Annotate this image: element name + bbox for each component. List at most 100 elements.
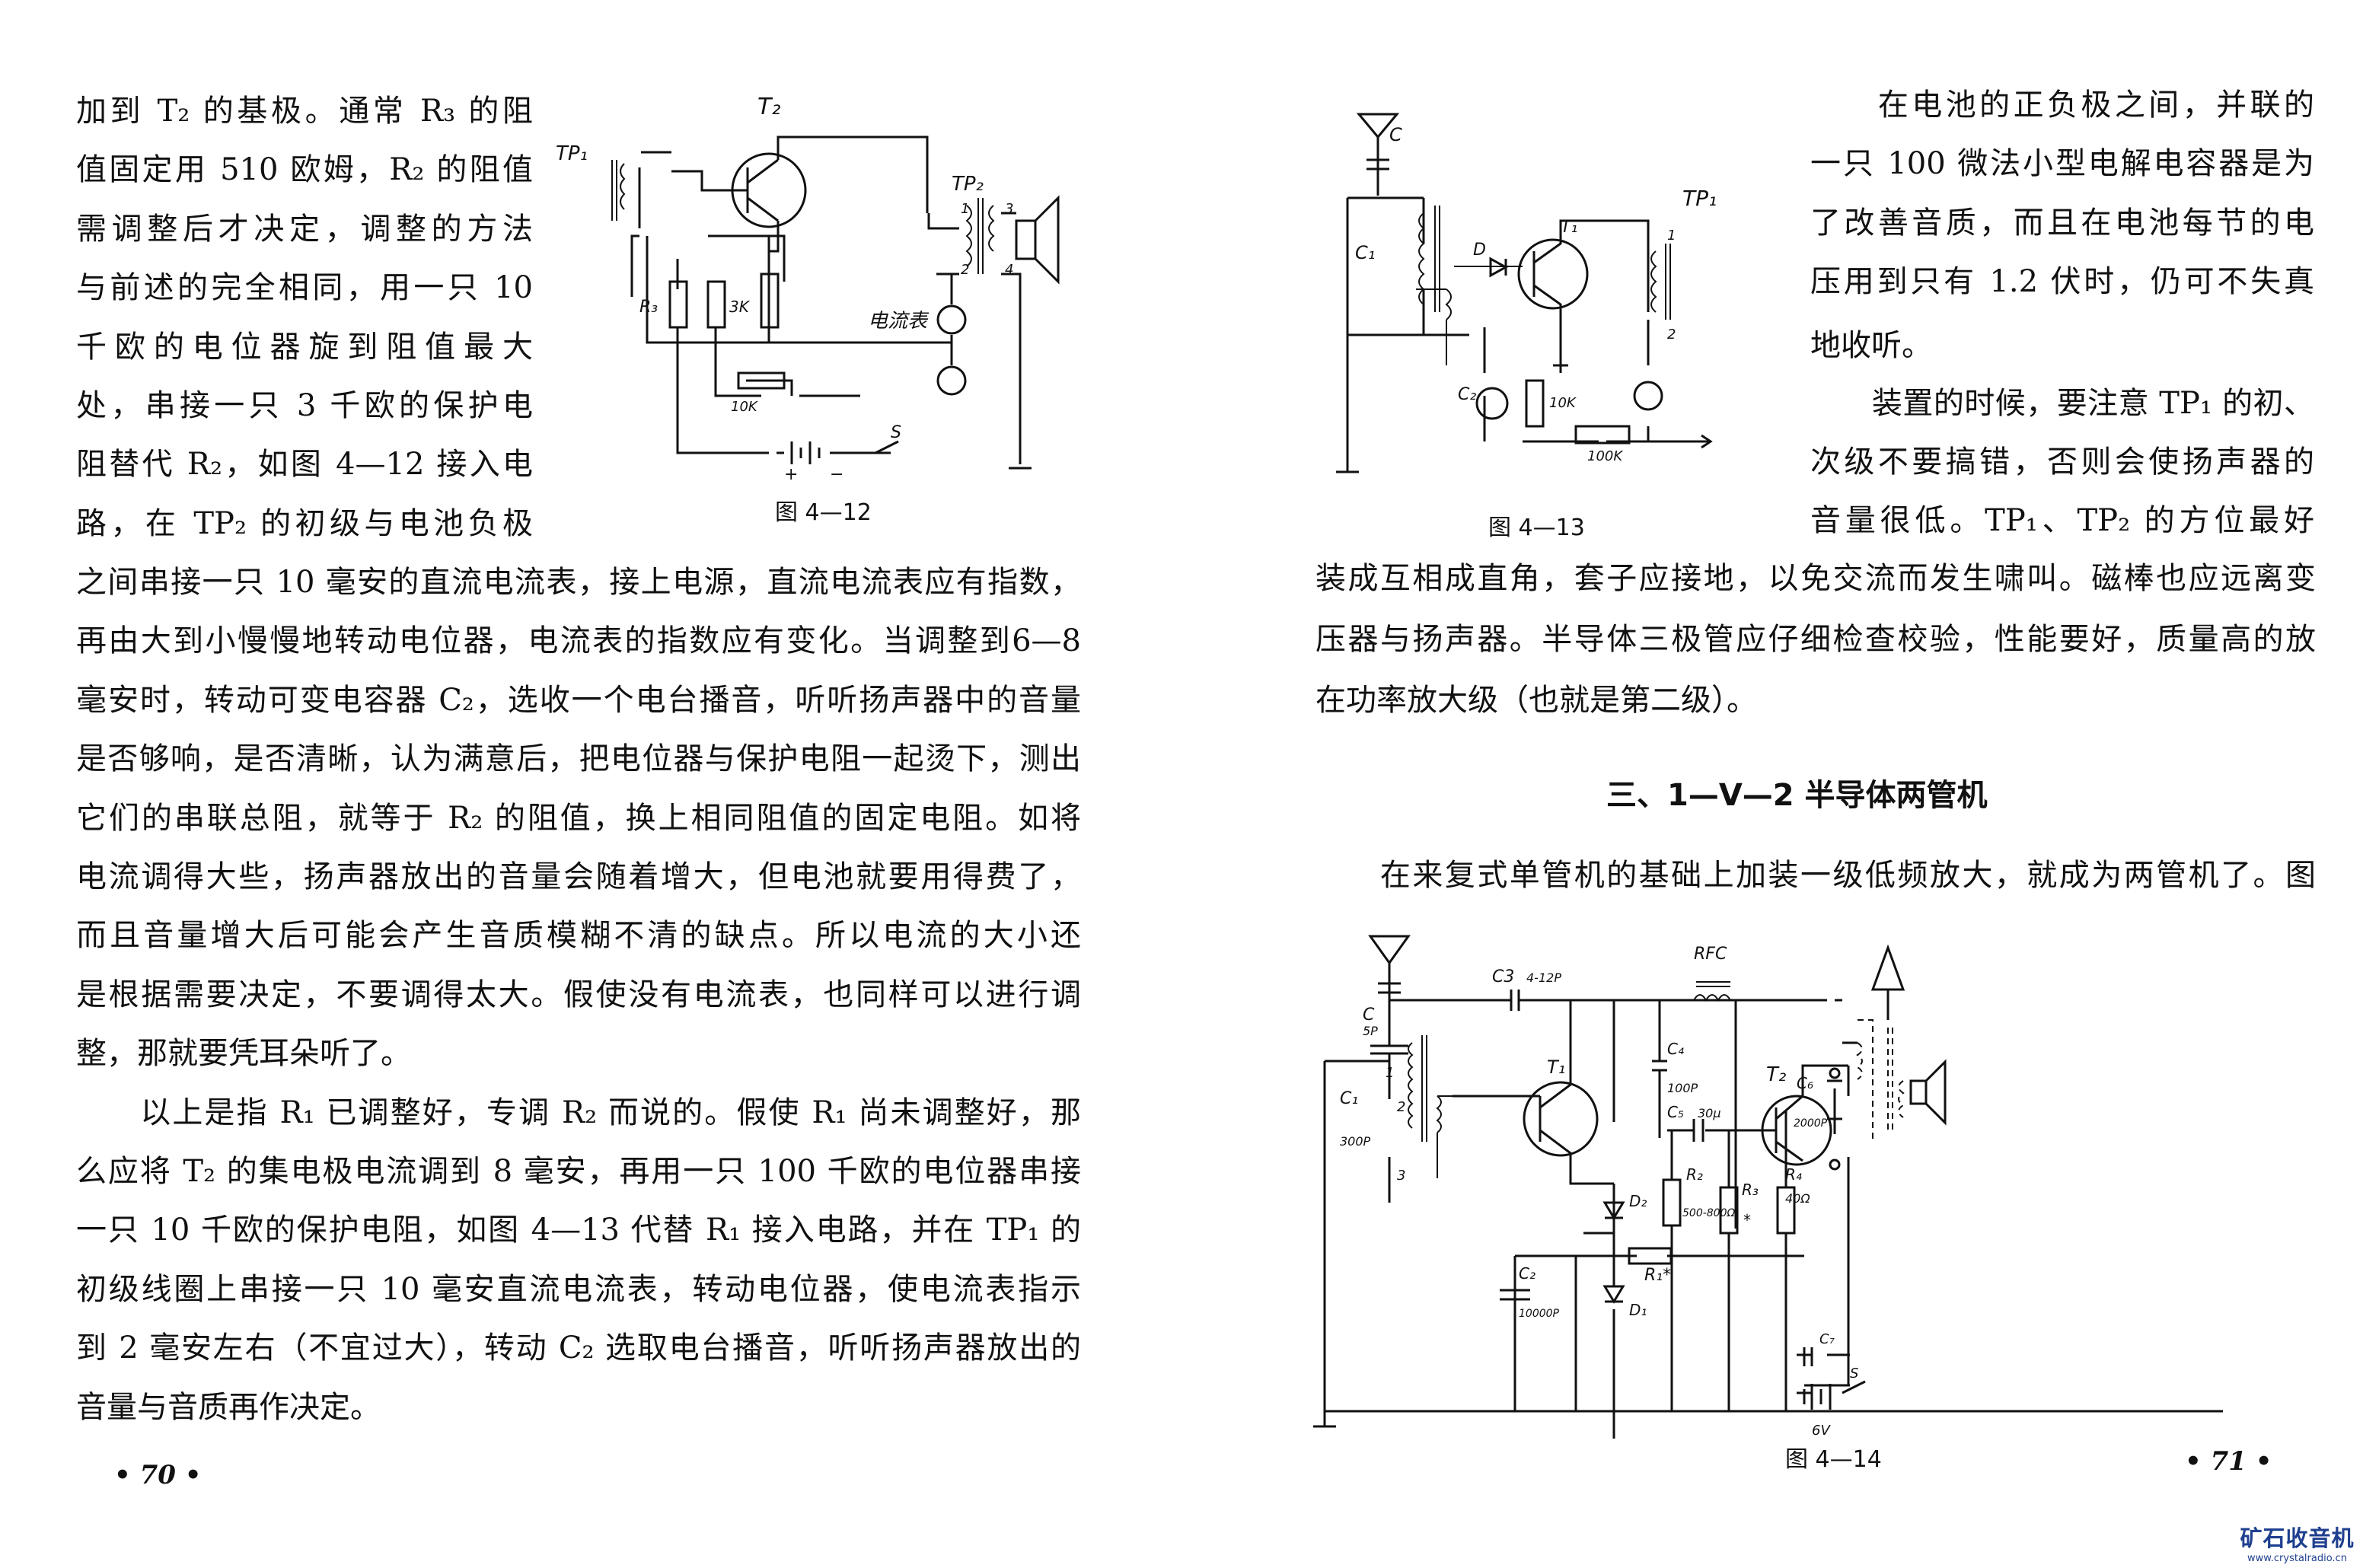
label-c5-value: 30μ bbox=[1698, 1106, 1721, 1120]
label-c7: C₇ bbox=[1819, 1331, 1835, 1347]
text-line: 加到 T₂ 的基极。通常 R₃ 的阻 bbox=[76, 94, 533, 129]
figure-4-13-caption: 图 4—13 bbox=[1488, 515, 1585, 541]
label-10k: 10K bbox=[1549, 395, 1577, 411]
text-line: 次级不要搞错，否则会使扬声器的 bbox=[1810, 445, 2314, 480]
text-line: 而且音量增大后可能会产生音质模糊不清的缺点。所以电流的大小还 bbox=[76, 918, 1081, 954]
coil-symbol bbox=[1418, 206, 1440, 312]
text-line: 在来复式单管机的基础上加装一级低频放大，就成为两管机了。图 bbox=[1315, 858, 2316, 893]
text-line: 音量与音质再作决定。 bbox=[76, 1389, 381, 1425]
figure-4-14-caption: 图 4—14 bbox=[1785, 1446, 1882, 1473]
text-line: 整，那就要凭耳朵听了。 bbox=[76, 1036, 411, 1072]
section-heading: 三、1—V—2 半导体两管机 bbox=[1606, 778, 1988, 813]
text-line: 是否够响，是否清晰，认为满意后，把电位器与保护电阻一起烫下，测出 bbox=[76, 741, 1081, 777]
text-line: 处，串接一只 3 千欧的保护电 bbox=[76, 388, 533, 423]
label-t1: T₁ bbox=[1547, 1056, 1565, 1078]
text-line: 再由大到小慢慢地转动电位器，电流表的指数应有变化。当调整到6—8 bbox=[76, 623, 1081, 659]
label-c-value: 5P bbox=[1363, 1024, 1378, 1038]
pin-1: 1 bbox=[1667, 228, 1676, 244]
battery-switch-symbol bbox=[1797, 1347, 1866, 1410]
label-r3: R₃ bbox=[639, 298, 658, 317]
watermark-name: 矿石收音机 bbox=[2240, 1525, 2355, 1551]
text-line: 了改善音质，而且在电池每节的电 bbox=[1810, 205, 2314, 241]
label-c: C bbox=[1363, 1005, 1375, 1025]
speaker-horn-icon bbox=[1842, 944, 1947, 1126]
text-line: 之间串接一只 10 毫安的直流电流表，接上电源，直流电流表应有指数， bbox=[76, 565, 1081, 600]
label-r3-value: * bbox=[1743, 1211, 1751, 1229]
text-line: 在电池的正负极之间，并联的 bbox=[1810, 88, 2314, 123]
transistor-t1-symbol bbox=[1517, 238, 1589, 310]
potentiometer-10k bbox=[737, 371, 786, 390]
pin-2: 2 bbox=[961, 262, 969, 278]
label-switch: S bbox=[891, 423, 901, 442]
label-ammeter: 电流表 bbox=[868, 310, 930, 333]
label-c6-value: 2000P bbox=[1794, 1117, 1828, 1130]
rfc-choke-symbol bbox=[1693, 981, 1731, 1002]
label-d2: D₂ bbox=[1629, 1192, 1647, 1210]
label-rfc: RFC bbox=[1694, 945, 1727, 964]
battery-plus: + bbox=[784, 465, 798, 484]
text-line: 阻替代 R₂，如图 4—12 接入电 bbox=[76, 447, 533, 483]
label-r4-value: 40Ω bbox=[1785, 1191, 1810, 1206]
text-line: 与前述的完全相同，用一只 10 bbox=[76, 270, 533, 306]
label-r2: R₂ bbox=[1686, 1165, 1703, 1184]
figure-4-12-caption: 图 4—12 bbox=[775, 499, 872, 526]
label-d: D bbox=[1473, 241, 1486, 260]
label-6v: 6V bbox=[1812, 1423, 1831, 1439]
text-line: 千欧的电位器旋到阻值最大 bbox=[76, 329, 533, 365]
text-line: 压用到只有 1.2 伏时，仍可不失真 bbox=[1810, 264, 2314, 300]
pin-4: 4 bbox=[1005, 262, 1013, 278]
diodes-d1-d2-symbol bbox=[1602, 1201, 1625, 1304]
label-tp1: TP₁ bbox=[1682, 186, 1717, 211]
text-line: 需调整后才决定，调整的方法 bbox=[76, 211, 533, 247]
label-r2-value: 500-800Ω bbox=[1682, 1207, 1735, 1219]
text-line: 装成互相成直角，套子应接地，以免交流而发生啸叫。磁棒也应远离变 bbox=[1315, 561, 2316, 596]
text-line: 初级线圈上串接一只 10 毫安直流电流表，转动电位器，使电流表指示 bbox=[76, 1271, 1081, 1307]
label-d1: D₁ bbox=[1629, 1301, 1647, 1319]
text-line: 音量很低。TP₁、TP₂ 的方位最好 bbox=[1810, 503, 2314, 538]
antenna-icon bbox=[1368, 935, 1411, 1000]
label-c2: C₂ bbox=[1519, 1264, 1535, 1283]
figure-4-12-schematic: T₂ TP₁ TP₂ R₃ 3K 10K 电流表 S 1 2 3 4 + − bbox=[556, 94, 1060, 484]
text-line: 压器与扬声器。半导体三极管应仔细检查校验，性能要好，质量高的放 bbox=[1315, 622, 2316, 657]
page-number-right: • 71 • bbox=[2185, 1446, 2272, 1477]
watermark-logo: 矿石收音机 www.crystalradio.cn bbox=[2234, 1521, 2360, 1564]
transformer-tp2-symbol bbox=[965, 198, 995, 274]
label-tp1: TP₁ bbox=[556, 142, 588, 165]
antenna-icon bbox=[1356, 113, 1400, 196]
label-c6: C₆ bbox=[1797, 1074, 1813, 1092]
label-tp2: TP₂ bbox=[952, 173, 984, 196]
label-c1: C₁ bbox=[1355, 242, 1375, 263]
pin-3: 3 bbox=[1397, 1168, 1405, 1184]
label-10k: 10K bbox=[731, 399, 758, 415]
watermark-url: www.crystalradio.cn bbox=[2247, 1553, 2347, 1564]
label-r1: R₁* bbox=[1644, 1266, 1671, 1285]
label-r4: R₄ bbox=[1785, 1165, 1802, 1184]
speaker-icon bbox=[1015, 195, 1060, 285]
label-c4: C₄ bbox=[1667, 1040, 1684, 1058]
label-c3-value: 4-12P bbox=[1526, 970, 1561, 985]
diode-d-symbol bbox=[1489, 257, 1509, 278]
pin-1: 1 bbox=[961, 201, 969, 217]
figure-4-13-schematic: C C₁ D T₁ TP₁ C₂ 10K 100K 1 2 bbox=[1336, 113, 1717, 473]
ammeter-symbol bbox=[936, 304, 967, 335]
label-c3: C3 bbox=[1492, 967, 1514, 986]
label-c4-value: 100P bbox=[1667, 1081, 1698, 1095]
label-c2: C₂ bbox=[1458, 385, 1476, 404]
text-line: 毫安时，转动可变电容器 C₂，选收一个电台播音，听听扬声器中的音量 bbox=[76, 682, 1081, 718]
label-t2: T₂ bbox=[1766, 1063, 1786, 1086]
text-line: 到 2 毫安左右（不宜过大），转动 C₂ 选取电台播音，听听扬声器放出的 bbox=[76, 1331, 1081, 1366]
label-r3: R₃ bbox=[1742, 1181, 1759, 1199]
text-line: 电流调得大些，扬声器放出的音量会随着增大，但电池就要用得费了， bbox=[76, 859, 1081, 894]
pin-2: 2 bbox=[1397, 1099, 1405, 1115]
text-line: 是根据需要决定，不要调得太大。假使没有电流表，也同样可以进行调 bbox=[76, 977, 1081, 1012]
figure-4-14-schematic: C 5P C3 4-12P RFC C₁ 300P T₁ C₄ 100P D₂ … bbox=[1313, 935, 2223, 1439]
text-line: 在功率放大级（也就是第二级）。 bbox=[1315, 683, 1757, 718]
label-t2: T₂ bbox=[757, 94, 780, 120]
pin-2: 2 bbox=[1667, 327, 1676, 343]
transformer-tp1-symbol bbox=[1650, 244, 1671, 320]
text-line: 以上是指 R₁ 已调整好，专调 R₂ 而说的。假使 R₁ 尚未调整好，那 bbox=[76, 1095, 1081, 1130]
text-line: 它们的串联总阻，就等于 R₂ 的阻值，换上相同阻值的固定电阻。如将 bbox=[76, 800, 1081, 836]
label-switch: S bbox=[1850, 1366, 1858, 1382]
label-c1-value: 300P bbox=[1340, 1134, 1371, 1149]
pin-1: 1 bbox=[1386, 1065, 1394, 1081]
